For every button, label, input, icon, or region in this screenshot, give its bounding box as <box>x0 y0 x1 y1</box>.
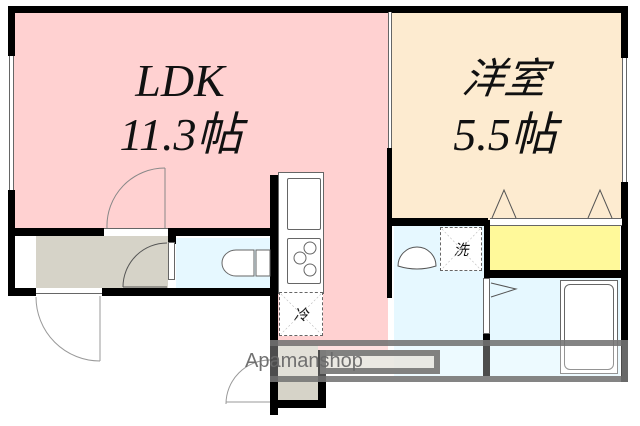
wall-top <box>8 6 628 13</box>
wall-right-lower <box>621 182 628 382</box>
washer-space: 洗 <box>440 227 482 271</box>
washer-label: 洗 <box>453 240 469 259</box>
watermark-text: Apamanshop <box>245 350 363 372</box>
ldk-size-label: 11.3帖 <box>119 109 243 160</box>
wall-closet-bottom <box>486 270 626 278</box>
window-left <box>9 56 14 190</box>
wall-storage-bottom <box>270 400 326 408</box>
wall-bath-divider <box>483 334 490 376</box>
toilet-door <box>168 242 175 280</box>
western-room <box>392 12 626 220</box>
wall-left-upper <box>8 6 15 56</box>
kitchen-sink <box>287 178 321 230</box>
bath-door <box>483 278 490 334</box>
door-opening-hall <box>104 228 168 236</box>
wall-toilet-top <box>168 228 276 236</box>
sliding-door-ldk-western <box>388 12 392 148</box>
bathtub-inner <box>564 284 614 370</box>
entrance-side-gap <box>14 236 36 288</box>
western-room-size-label: 5.5帖 <box>453 109 557 160</box>
wall-closet-left <box>484 220 490 278</box>
front-door-opening <box>36 288 102 294</box>
wall-entrance-bottom <box>8 288 36 296</box>
wall-right-upper <box>621 6 628 58</box>
wall-bottom-toilet <box>102 288 276 296</box>
window-right <box>622 58 627 182</box>
entrance-hall <box>102 236 168 288</box>
ldk-name-label: LDK <box>135 55 225 106</box>
wall-entrance-top <box>8 228 104 236</box>
wall-left-lower <box>8 190 15 294</box>
wall-western-bottom-left <box>388 218 488 226</box>
wall-kitchen-left <box>270 175 278 415</box>
closet <box>490 226 620 270</box>
refrigerator-label: 冷 <box>293 305 309 324</box>
storage-small <box>278 345 318 401</box>
entrance-floor <box>36 236 102 288</box>
closet-door-track <box>490 218 622 226</box>
wall-toilet-left <box>168 236 176 244</box>
western-room-name-label: 洋室 <box>459 54 551 103</box>
watermark-inner-box <box>320 350 440 374</box>
